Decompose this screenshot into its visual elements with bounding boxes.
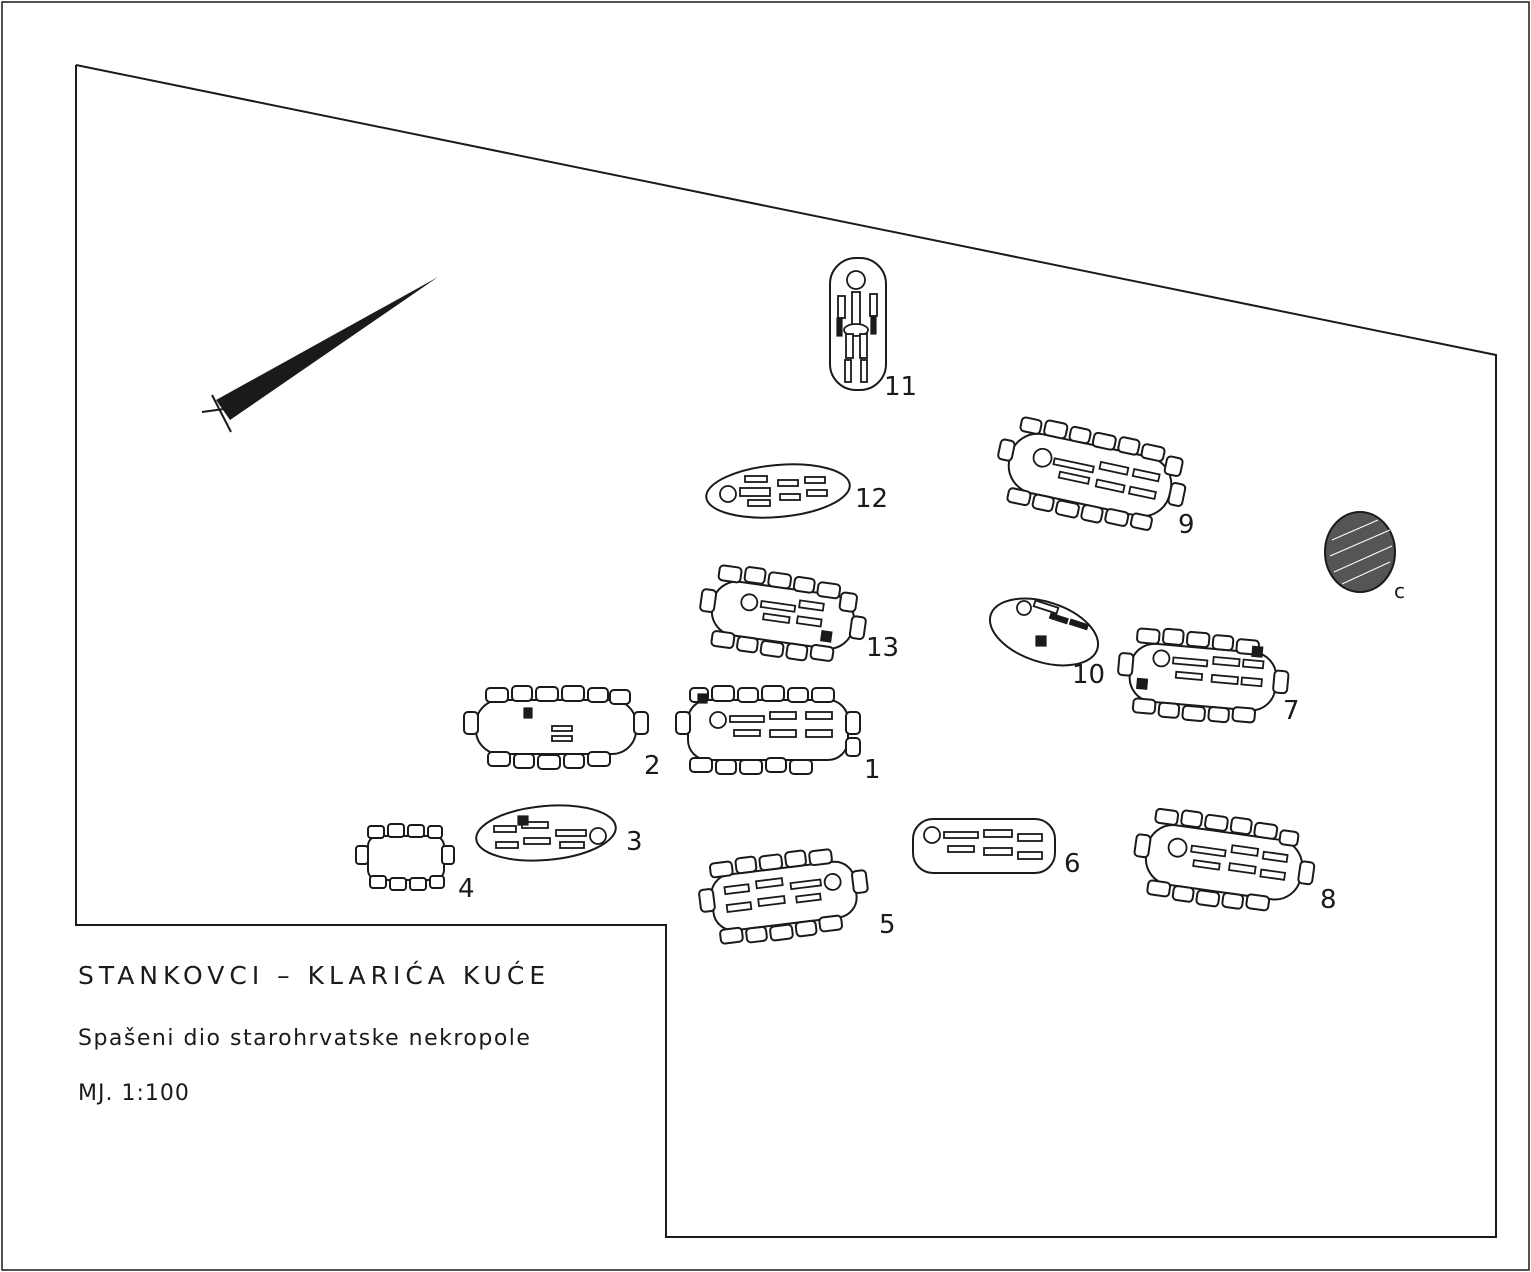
pit-c xyxy=(1324,511,1396,593)
skeleton xyxy=(740,593,833,643)
grave-number-5: 5 xyxy=(879,910,896,940)
grave-number-6: 6 xyxy=(1064,849,1081,879)
grave-number-2: 2 xyxy=(644,751,661,781)
pit-label: c xyxy=(1394,579,1405,603)
skeleton xyxy=(719,475,828,507)
grave-number-3: 3 xyxy=(626,827,643,857)
stone-lining xyxy=(675,685,861,775)
plan-subtitle: Spašeni dio starohrvatske nekropole xyxy=(78,1026,531,1051)
grave-9 xyxy=(997,416,1187,531)
grave-7 xyxy=(1117,627,1290,724)
skeleton xyxy=(836,270,878,383)
stone-lining xyxy=(699,564,867,662)
plan-title: STANKOVCI – KLARIĆA KUĆE xyxy=(78,960,550,990)
grave-2 xyxy=(463,685,649,770)
grave-number-11: 11 xyxy=(884,372,917,402)
grave-number-4: 4 xyxy=(458,874,475,904)
grave-10 xyxy=(988,597,1100,667)
site-boundary xyxy=(75,64,1497,1238)
plan-scale: MJ. 1:100 xyxy=(78,1081,190,1106)
grave-number-8: 8 xyxy=(1320,885,1337,915)
grave-number-7: 7 xyxy=(1283,696,1300,726)
north-arrow-icon xyxy=(201,277,438,433)
skeleton xyxy=(1136,645,1265,690)
stone-lining xyxy=(355,823,455,891)
grave-number-1: 1 xyxy=(864,755,881,785)
grave-13 xyxy=(699,564,867,662)
stone-lining xyxy=(698,848,869,945)
stone-lining xyxy=(463,685,649,770)
stone-lining xyxy=(997,416,1187,531)
grave-1 xyxy=(675,685,861,775)
grave-number-10: 10 xyxy=(1072,660,1105,690)
skeleton xyxy=(493,815,607,849)
grave-number-9: 9 xyxy=(1178,510,1195,540)
grave-number-12: 12 xyxy=(855,484,888,514)
skeleton xyxy=(1032,447,1161,500)
skeleton xyxy=(1167,837,1289,881)
stone-lining xyxy=(1133,807,1316,912)
grave-3 xyxy=(475,804,617,862)
skeleton xyxy=(723,873,842,914)
skeleton xyxy=(709,711,833,738)
grave-6 xyxy=(912,818,1056,874)
grave-5 xyxy=(698,848,869,945)
grave-8 xyxy=(1133,807,1316,912)
skeleton xyxy=(1016,599,1089,647)
grave-11 xyxy=(829,257,887,391)
skeleton xyxy=(923,826,1043,860)
grave-4 xyxy=(355,823,455,891)
grave-12 xyxy=(705,463,851,519)
grave-number-13: 13 xyxy=(866,633,899,663)
